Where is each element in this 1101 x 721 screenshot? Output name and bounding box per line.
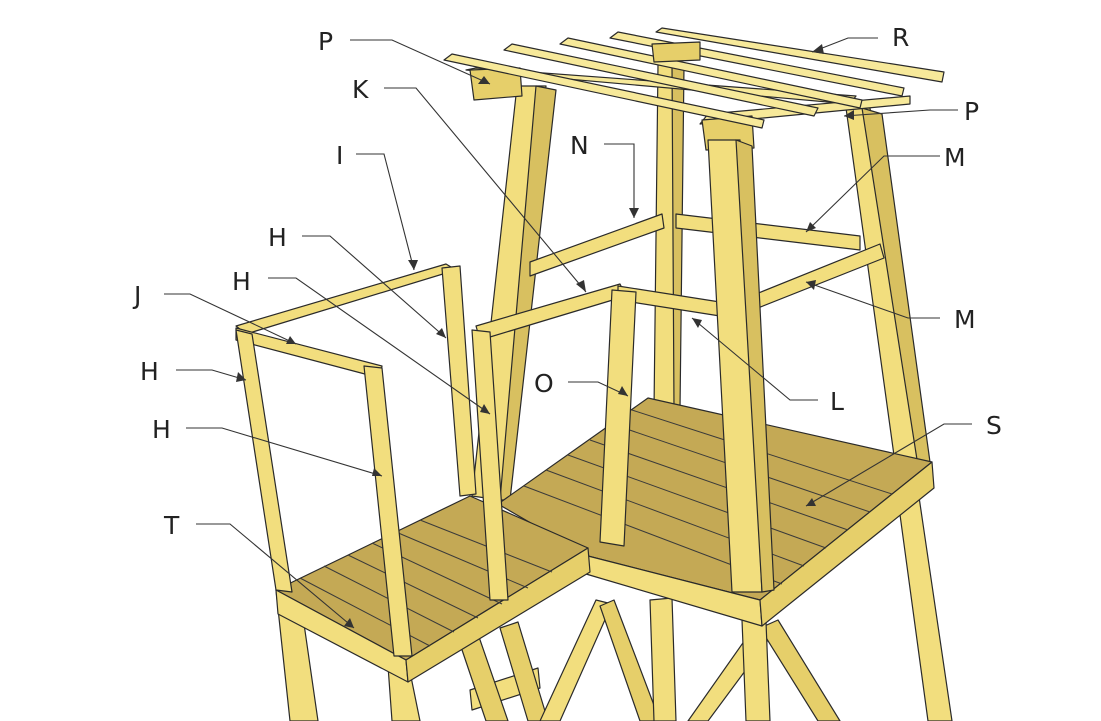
rear-center-post-side — [671, 63, 685, 411]
front-corner-post-side — [735, 139, 775, 593]
label-h-1: H — [268, 223, 287, 252]
rafter-5 — [655, 27, 945, 83]
arrow-i — [408, 260, 418, 270]
label-p-right: P — [964, 97, 979, 126]
leader-h-2 — [268, 277, 491, 415]
label-r: R — [892, 23, 909, 52]
left-railing — [235, 263, 509, 657]
leader-h-4 — [186, 427, 383, 477]
arrow-h-4 — [372, 468, 382, 476]
leader-s — [805, 423, 972, 507]
arrow-t — [344, 618, 354, 628]
rafter-2 — [503, 43, 819, 117]
leader-lines — [164, 37, 972, 629]
label-h-2: H — [232, 267, 251, 296]
rail-i — [235, 263, 457, 335]
label-t: T — [163, 511, 180, 540]
leader-l — [691, 317, 818, 401]
upper-rails — [529, 213, 885, 309]
post-back-left — [441, 265, 477, 497]
arrow-r — [812, 44, 824, 54]
rafter-cap — [651, 41, 701, 63]
arrow-p-top — [478, 76, 490, 84]
arrow-p-right — [844, 110, 854, 120]
cross-brace-4 — [759, 619, 841, 721]
label-n: N — [570, 131, 589, 160]
rail-m-lower — [755, 243, 885, 309]
right-leg — [897, 489, 953, 721]
label-p-top: P — [318, 27, 333, 56]
left-deck — [275, 495, 591, 683]
deck-seam-4 — [589, 439, 849, 531]
label-o: O — [534, 369, 554, 398]
arrow-s — [806, 498, 816, 506]
leader-p-right — [843, 109, 958, 117]
arrow-h-1 — [436, 328, 446, 338]
post-o — [599, 289, 637, 547]
label-k: K — [352, 75, 369, 104]
left-deck-seam-3 — [347, 554, 479, 619]
rail-n — [529, 213, 665, 277]
label-s: S — [986, 411, 1002, 440]
label-m-mid: M — [954, 305, 976, 334]
label-h-4: H — [152, 415, 171, 444]
rail-m-upper — [675, 213, 861, 251]
arrow-k — [576, 280, 586, 292]
leader-h-1 — [302, 235, 447, 339]
leader-m-top — [805, 155, 940, 233]
leader-o — [568, 381, 629, 397]
label-h-3: H — [140, 357, 159, 386]
leader-j — [164, 293, 297, 345]
leader-p-top — [350, 39, 491, 85]
arrow-m-top — [806, 222, 816, 232]
post-h-front-left — [235, 329, 293, 593]
label-j: J — [132, 281, 141, 310]
left-deck-right-fascia — [405, 547, 591, 683]
arrow-h-2 — [480, 404, 490, 414]
center-post-lower — [649, 597, 677, 721]
lower-frame — [275, 489, 953, 721]
label-m-top: M — [944, 143, 966, 172]
leader-i — [356, 153, 415, 271]
main-deck — [497, 397, 935, 627]
corner-leg-front — [741, 619, 771, 721]
roof — [443, 27, 945, 151]
front-frame — [475, 139, 775, 593]
leader-t — [196, 523, 355, 629]
ladder-rail-right — [499, 621, 549, 721]
cross-brace-1 — [539, 599, 613, 721]
post-h-center — [471, 329, 509, 601]
arrow-n — [629, 208, 639, 218]
rafter-1 — [443, 53, 765, 129]
arrow-j — [286, 336, 296, 344]
cross-brace-2 — [599, 599, 661, 721]
arrow-m-mid — [806, 280, 816, 290]
leader-k — [384, 87, 587, 293]
arrow-h-3 — [236, 372, 246, 382]
leader-m-mid — [805, 281, 940, 319]
arrow-l — [692, 318, 702, 328]
deck-right-fascia — [759, 461, 935, 627]
label-i: I — [336, 141, 343, 170]
label-l: L — [830, 387, 844, 416]
post-h-front-right — [363, 365, 413, 657]
rafter-3 — [559, 37, 863, 109]
part-labels: P R P K I N M M H H J H H O L S T — [132, 23, 1002, 540]
leader-r — [811, 37, 878, 53]
arrow-o — [618, 386, 628, 396]
leader-h-3 — [176, 369, 247, 381]
leader-n — [604, 143, 635, 218]
